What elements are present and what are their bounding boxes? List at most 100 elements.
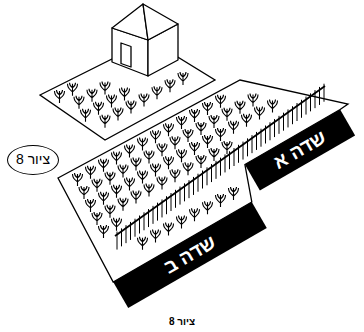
crop-plant xyxy=(113,108,123,121)
crop-plant xyxy=(209,115,219,128)
fence-post xyxy=(117,232,118,250)
fence-post xyxy=(256,132,257,150)
crop-plant xyxy=(209,148,219,161)
crop-plant xyxy=(164,156,174,169)
crop-plant xyxy=(216,128,226,141)
house-roof xyxy=(143,4,178,40)
crop-plant xyxy=(268,100,278,113)
crop-plant xyxy=(177,215,187,228)
fence-post xyxy=(211,164,212,182)
crop-plant xyxy=(68,83,78,96)
crop-plant xyxy=(99,225,109,238)
crop-plant xyxy=(99,159,109,172)
fence-post xyxy=(198,174,199,192)
crop-plant xyxy=(203,135,213,148)
fence-post xyxy=(121,228,122,246)
fence-post xyxy=(324,84,325,102)
fence-post xyxy=(189,180,190,198)
crop-plant xyxy=(152,86,162,99)
crop-plant xyxy=(138,171,148,184)
fence-post xyxy=(175,190,176,208)
crop-plant xyxy=(107,95,117,108)
crop-plant xyxy=(81,109,91,122)
crop-plant xyxy=(131,191,141,204)
fence-post xyxy=(270,122,271,140)
crop-plant xyxy=(112,218,122,231)
crop-plant xyxy=(126,101,136,114)
fence-post xyxy=(157,203,158,221)
fence-post xyxy=(261,129,262,147)
crop-plant xyxy=(94,102,104,115)
fence-post xyxy=(306,97,307,115)
node-label: שדה ב xyxy=(160,232,219,278)
crop-plant xyxy=(118,165,128,178)
crop-plant xyxy=(139,93,149,106)
crop-plant xyxy=(178,72,188,85)
fence-post xyxy=(207,167,208,185)
crop-plant xyxy=(55,90,65,103)
crop-plant xyxy=(86,199,96,212)
house-door xyxy=(121,43,131,67)
fence-post xyxy=(225,154,226,172)
crop-plant xyxy=(120,88,130,101)
crop-plant xyxy=(157,176,167,189)
crop-plant xyxy=(125,178,135,191)
crop-plant xyxy=(190,109,200,122)
house-roof xyxy=(112,4,148,40)
crop-plant xyxy=(177,116,187,129)
crop-plant xyxy=(196,122,206,135)
crop-plant xyxy=(203,201,213,214)
crop-plant xyxy=(87,89,97,102)
fence-post xyxy=(166,196,167,214)
crop-plant xyxy=(190,208,200,221)
fence-post xyxy=(202,171,203,189)
fence-post xyxy=(216,161,217,179)
fence-post xyxy=(292,106,293,124)
crop-plant xyxy=(92,179,102,192)
crop-plant xyxy=(203,102,213,115)
fence-post xyxy=(238,145,239,163)
fence-post xyxy=(243,142,244,160)
field-band: שדה א xyxy=(245,110,355,191)
crop-plant xyxy=(229,121,239,134)
crop-plant xyxy=(118,198,128,211)
crop-plant xyxy=(157,143,167,156)
crop-plant xyxy=(151,130,161,143)
crop-plant xyxy=(92,212,102,225)
fence-post xyxy=(193,177,194,195)
node-label: ציור 8 xyxy=(16,152,50,167)
crop-plant xyxy=(164,223,174,236)
fence-post xyxy=(252,135,253,153)
crop-plant xyxy=(183,129,193,142)
fence-post xyxy=(180,187,181,205)
crop-plant xyxy=(138,237,148,250)
fence-post xyxy=(297,103,298,121)
fence-post xyxy=(126,225,127,243)
crop-plant xyxy=(196,155,206,168)
crop-plant xyxy=(105,172,115,185)
crop-plant xyxy=(112,185,122,198)
crop-plant xyxy=(216,95,226,108)
fence-post xyxy=(265,126,266,144)
crop-plant xyxy=(248,94,258,107)
crop-plant xyxy=(138,137,148,150)
fence-post xyxy=(315,90,316,108)
crop-plant xyxy=(190,142,200,155)
crop-plant xyxy=(164,123,174,136)
fence-post xyxy=(144,212,145,230)
crop-plant xyxy=(151,163,161,176)
fence-post xyxy=(184,183,185,201)
crop-plant xyxy=(242,114,252,127)
crop-plant xyxy=(222,108,232,121)
fence-post xyxy=(279,116,280,134)
crop-plant xyxy=(144,184,154,197)
crop-plant xyxy=(79,186,89,199)
fence-post xyxy=(171,193,172,211)
crop-plant xyxy=(74,96,84,109)
crop-plant xyxy=(170,169,180,182)
crop-plant xyxy=(131,158,141,171)
crop-plant xyxy=(229,187,239,200)
fence-post xyxy=(220,158,221,176)
field-band: שדה ב xyxy=(113,202,267,308)
